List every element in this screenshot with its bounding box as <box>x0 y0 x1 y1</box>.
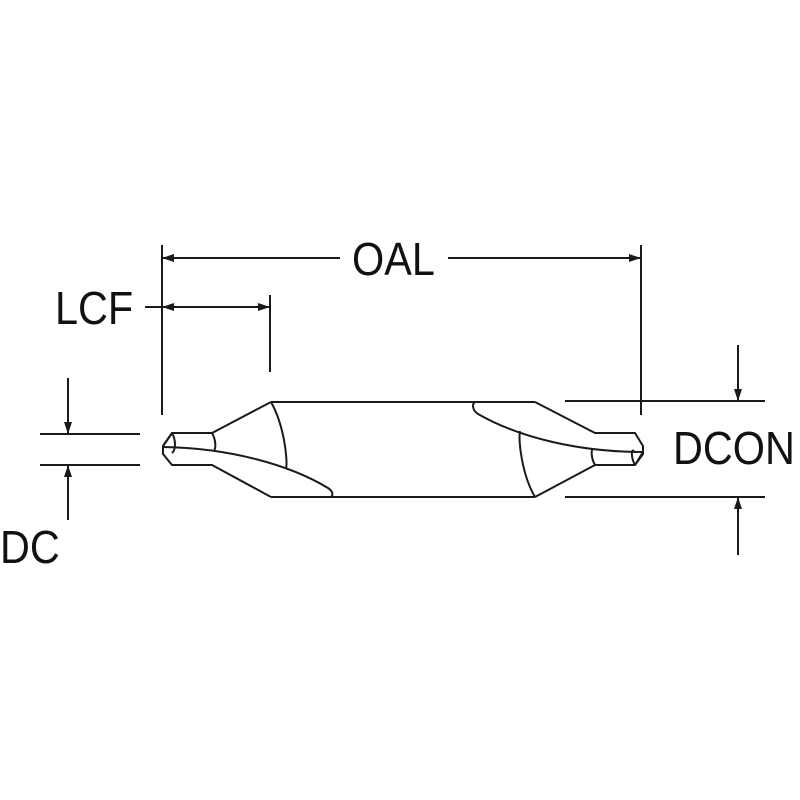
lcf-label: LCF <box>55 282 134 334</box>
center-drill-body <box>162 401 644 498</box>
dc-label: DC <box>0 521 60 573</box>
oal-label: OAL <box>352 233 435 285</box>
dcon-label: DCON <box>673 422 795 474</box>
